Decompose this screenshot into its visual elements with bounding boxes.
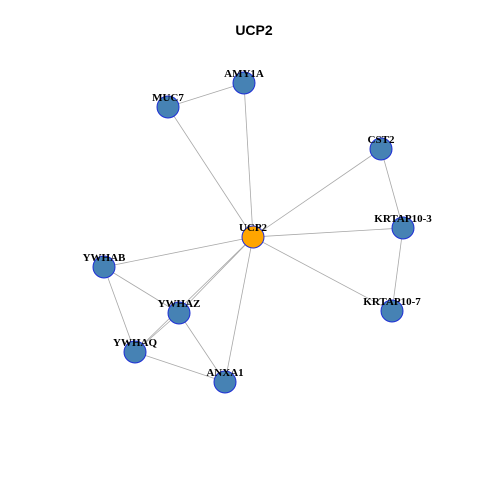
node-label-ywhaz: YWHAZ: [158, 298, 201, 310]
edge-layer: [103, 82, 404, 383]
edge-ywhab-ywhaq: [103, 266, 136, 353]
edge-ucp2-anxa1: [224, 236, 254, 383]
edge-ucp2-ywhaq: [134, 236, 254, 353]
node-ywhab[interactable]: [92, 255, 116, 279]
node-label-ywhab: YWHAB: [83, 252, 126, 264]
node-label-ywhaq: YWHAQ: [113, 337, 157, 349]
edge-ucp2-muc7: [167, 106, 254, 238]
node-muc7[interactable]: [156, 95, 180, 119]
edge-cst2-krtap10-3: [380, 148, 404, 229]
node-label-muc7: MUC7: [152, 92, 184, 104]
node-krtap10-3[interactable]: [391, 216, 415, 240]
node-ucp2[interactable]: [241, 225, 265, 249]
node-cst2[interactable]: [369, 137, 393, 161]
graph-title: UCP2: [235, 22, 273, 38]
node-ywhaq[interactable]: [123, 340, 147, 364]
edge-amy1a-muc7: [167, 82, 245, 108]
node-label-ucp2: UCP2: [239, 222, 268, 234]
edge-ucp2-cst2: [252, 148, 382, 238]
node-label-anxa1: ANXA1: [206, 367, 243, 379]
node-layer: [92, 71, 415, 394]
edge-ucp2-amy1a: [243, 82, 254, 238]
edge-ucp2-krtap10-7: [252, 236, 393, 312]
node-label-cst2: CST2: [368, 134, 395, 146]
node-label-krtap10-3: KRTAP10-3: [374, 213, 432, 225]
edge-ucp2-ywhaz: [178, 236, 254, 314]
edge-ywhaz-anxa1: [178, 312, 226, 383]
edge-ucp2-ywhab: [103, 236, 254, 268]
node-krtap10-7[interactable]: [380, 299, 404, 323]
node-ywhaz[interactable]: [167, 301, 191, 325]
node-label-amy1a: AMY1A: [224, 68, 264, 80]
edge-ucp2-krtap10-3: [252, 227, 404, 238]
node-label-krtap10-7: KRTAP10-7: [363, 296, 421, 308]
edge-krtap10-3-krtap10-7: [391, 227, 404, 312]
node-anxa1[interactable]: [213, 370, 237, 394]
node-amy1a[interactable]: [232, 71, 256, 95]
edge-ywhab-ywhaz: [103, 266, 180, 314]
edge-ywhaq-anxa1: [134, 351, 226, 383]
